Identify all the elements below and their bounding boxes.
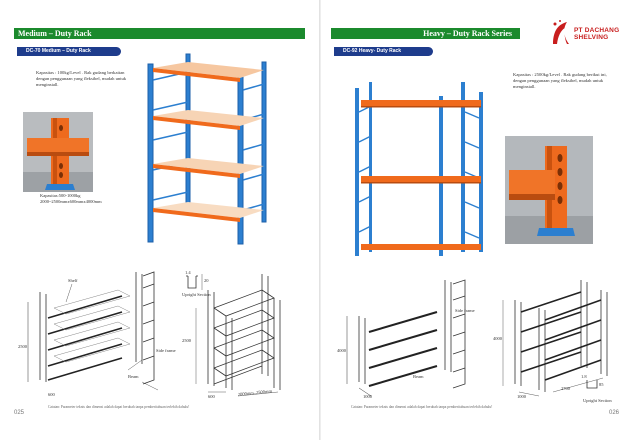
- right-label-beam: Beam: [413, 374, 424, 379]
- left-page: Medium – Duty Rack DC-70 Medium – Duty R…: [0, 0, 319, 440]
- right-label-height: 4000: [337, 348, 347, 353]
- left-title-bar: Medium – Duty Rack: [14, 28, 305, 39]
- right-footnote: Catatan: Parameter teknis dan dimensi ad…: [351, 405, 493, 409]
- left-label-shelf: Shelf: [68, 278, 78, 283]
- right-connector-photo: [505, 136, 593, 244]
- left-description: Kapasitas : 100kg/Level . Rak gudang ber…: [36, 70, 127, 87]
- right-label-width-right: 2700: [561, 386, 571, 391]
- left-label-depth-right: 600: [208, 394, 216, 398]
- right-label-upright-w: 1.8: [581, 374, 587, 379]
- right-label-side-frame: Side frame: [455, 308, 475, 313]
- left-subtitle-bar: DC-70 Medium – Duty Rack: [17, 47, 121, 56]
- right-page: Heavy – Duty Rack Series DC-92 Heavy- Du…: [321, 0, 640, 440]
- left-label-upright-section: Upright Section: [182, 292, 211, 297]
- right-rack-beams: [361, 100, 481, 250]
- brand-name-line1: PT DACHANG: [574, 27, 620, 34]
- right-label-depth-right: 1000: [517, 394, 527, 399]
- right-label-upright-section: Upright Section: [583, 398, 612, 403]
- left-label-width-right: 2000mm–2500mm: [238, 388, 273, 397]
- left-exploded-drawing: Shelf Side frame Beam 2500 600: [18, 271, 176, 397]
- right-exploded-drawing: Side frame Beam 4000 1000: [337, 279, 475, 399]
- left-label-side-frame: Side frame: [156, 348, 176, 353]
- left-rack-illustration: [147, 53, 267, 245]
- right-label-upright-h: 85: [599, 382, 604, 387]
- left-photo-caption-2: 2000~2500mmx600mmx4000mm: [40, 199, 102, 204]
- brand-mark-icon: [553, 20, 569, 44]
- right-assembled-drawing: 4000 1000 2700 1.8 85 Upright Section: [493, 280, 612, 403]
- right-label-depth: 1000: [363, 394, 373, 399]
- left-label-height: 2500: [18, 344, 28, 349]
- right-subtitle-bar: DC-92 Heavy- Duty Rack: [334, 47, 433, 56]
- left-label-beam: Beam: [128, 374, 139, 379]
- page-gutter: [319, 0, 321, 440]
- right-rack-illustration: [355, 82, 483, 256]
- left-connector-photo: [23, 112, 93, 192]
- left-rack-shelves: [153, 62, 264, 222]
- left-label-depth: 600: [48, 392, 56, 397]
- left-assembled-drawing: 1.4 20 Upright Section 2500 600 2000mm–2…: [182, 270, 281, 398]
- brand-name-line2: SHELVING: [574, 34, 609, 41]
- brand-logo: PT DACHANG SHELVING: [549, 16, 629, 50]
- left-photo-caption-1: Kapasitas:500-1000kg: [40, 193, 81, 198]
- right-page-number: 026: [609, 410, 620, 416]
- left-page-number: 025: [14, 410, 25, 416]
- left-label-height-right: 2500: [182, 338, 192, 343]
- right-title-bar: Heavy – Duty Rack Series: [331, 28, 520, 39]
- left-footnote: Catatan: Parameter teknis dan dimensi ad…: [48, 405, 190, 409]
- right-label-height-right: 4000: [493, 336, 503, 341]
- right-description: Kapasitas : 2500kg/Level . Rak gudang be…: [513, 72, 607, 89]
- left-label-upright-w: 1.4: [185, 270, 191, 275]
- left-label-upright-h: 20: [204, 278, 209, 283]
